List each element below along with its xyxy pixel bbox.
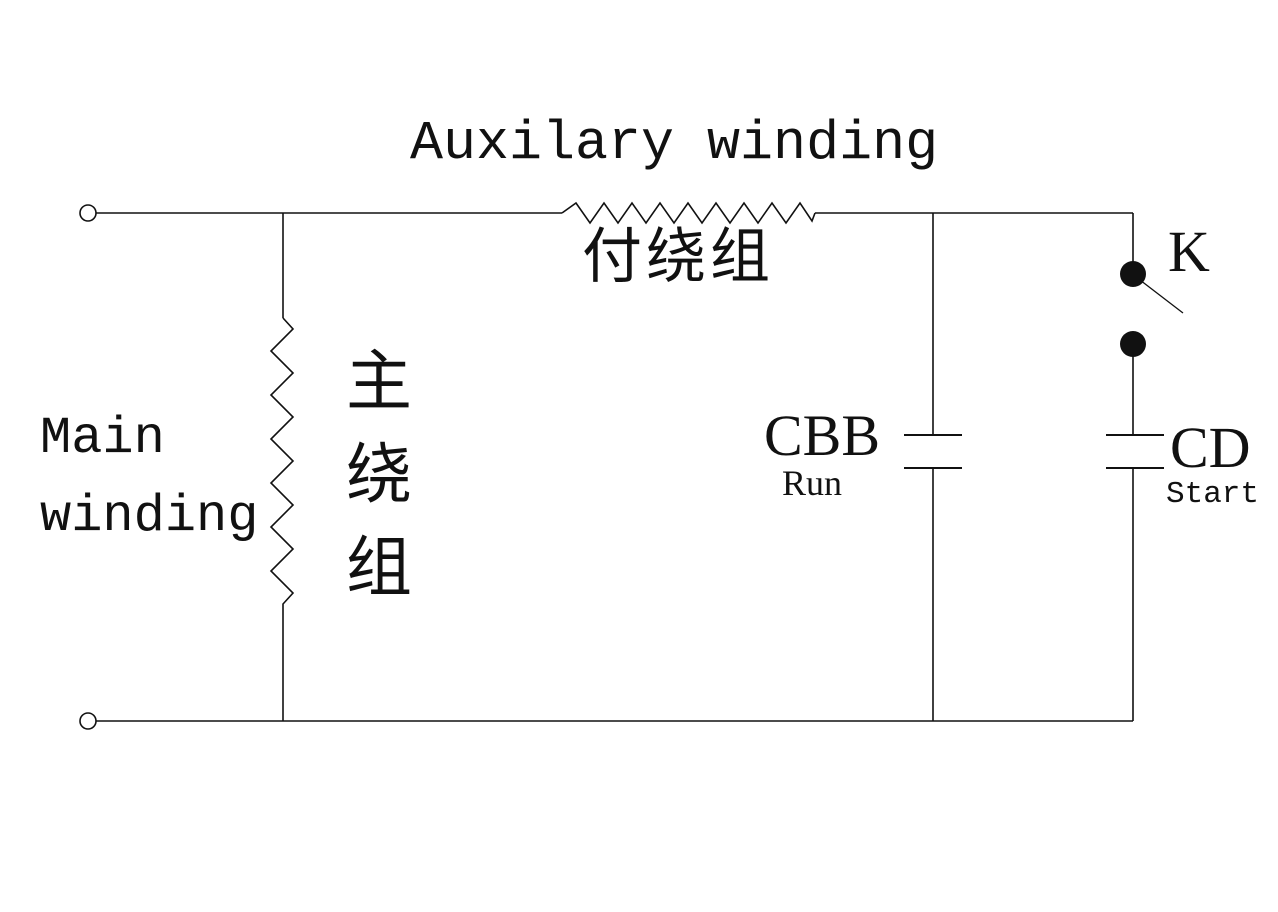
run-capacitor-sublabel: Run [782,463,843,503]
run-capacitor-label: CBB [764,403,881,468]
main-winding-resistor [269,317,295,615]
auxiliary-winding-label-cn: 付绕组 [582,224,774,290]
terminal-top-left [79,204,97,222]
switch-blade [1139,279,1184,314]
start-capacitor-sublabel: Start [1166,477,1260,512]
switch-contact-top [1120,261,1146,287]
switch-contact-bottom [1120,331,1146,357]
auxiliary-winding-resistor [561,201,816,225]
main-winding-label-cn: 主绕组 [346,346,412,605]
main-winding-label-en: Main winding [40,409,259,546]
auxiliary-winding-label-en: Auxilary winding [410,112,939,175]
start-capacitor-label: CD [1170,415,1251,480]
switch-k-label: K [1168,219,1210,284]
terminal-bottom-left [79,712,97,730]
